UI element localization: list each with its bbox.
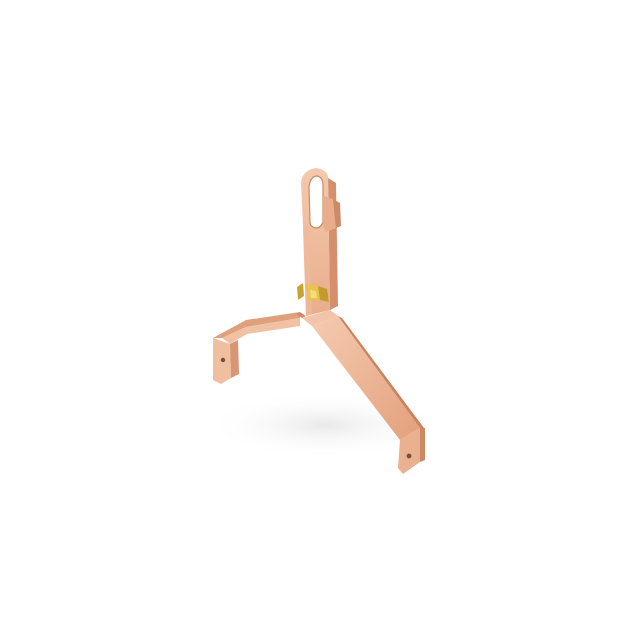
hook-slot [308,175,324,229]
left-arm [213,312,300,384]
brass-bolt [297,283,329,302]
right-leg-hole [406,453,412,459]
front-strap [302,310,425,474]
rear-strap-edge [296,312,306,318]
upright-post [301,168,341,316]
left-leg-hole [220,357,226,363]
